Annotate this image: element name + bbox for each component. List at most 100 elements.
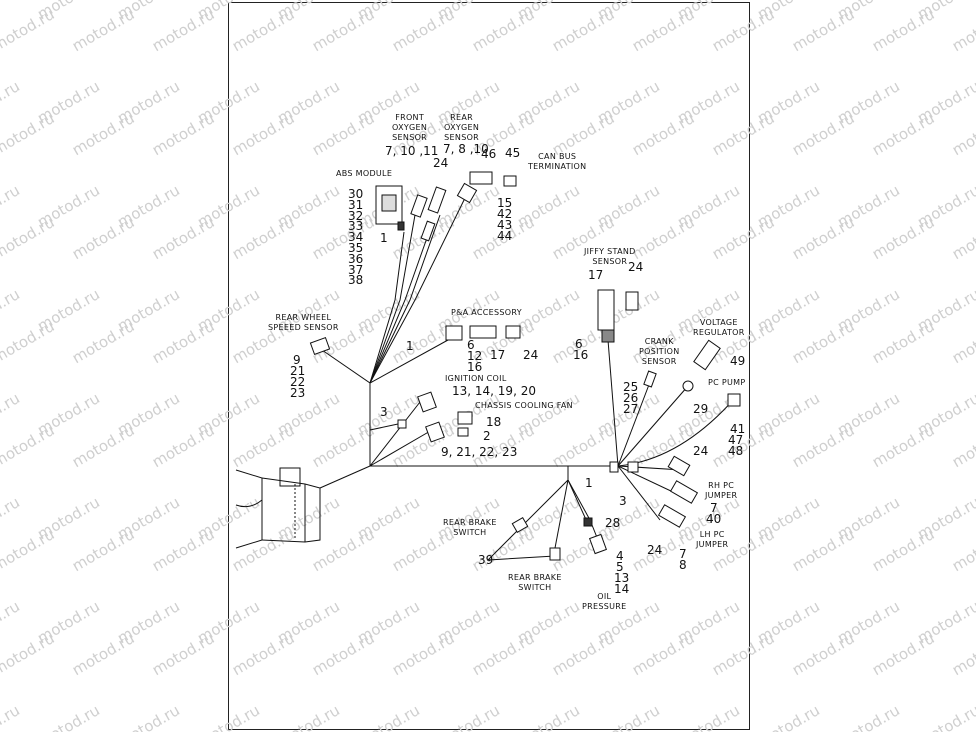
voltage-49-callout: 49 — [730, 354, 746, 368]
watermark-text: motod.ru — [709, 629, 778, 679]
watermark-text: motod.ru — [709, 213, 778, 263]
rh-40-callout: 40 — [706, 512, 722, 526]
watermark-text: motod.ru — [869, 5, 938, 55]
watermark-text: motod.ru — [869, 317, 938, 367]
watermark-text: motod.ru — [0, 421, 58, 471]
watermark-text: motod.ru — [0, 181, 23, 231]
watermark-text: motod.ru — [309, 629, 378, 679]
front-oxygen-callout: 7, 10 ,11 — [385, 144, 439, 158]
rh-7-callout: 7 — [710, 501, 718, 515]
abs-module-label: ABS MODULE — [336, 169, 393, 178]
watermark-text: motod.ru — [949, 109, 976, 159]
watermark-text: motod.ru — [709, 109, 778, 159]
can-46-callout: 46 — [481, 147, 497, 161]
watermark-text: motod.ru — [789, 317, 858, 367]
watermark-text: motod.ru — [354, 701, 423, 732]
watermark-text: motod.ru — [949, 629, 976, 679]
watermark-text: motod.ru — [434, 701, 503, 732]
harness-1-lower-callout: 1 — [585, 476, 593, 490]
watermark-text: motod.ru — [869, 525, 938, 575]
watermark-text: motod.ru — [69, 5, 138, 55]
watermark-text: motod.ru — [309, 5, 378, 55]
watermark-text: motod.ru — [149, 629, 218, 679]
watermark-text: motod.ru — [0, 285, 23, 335]
watermark-text: motod.ru — [194, 701, 263, 732]
watermark-text: motod.ru — [949, 317, 976, 367]
chassis-cooling-fan-label: CHASSIS COOLING FAN — [475, 401, 573, 410]
fan-2-callout: 2 — [483, 429, 491, 443]
lh-8-callout: 8 — [679, 558, 687, 572]
watermark-text: motod.ru — [229, 421, 298, 471]
abs-bracket-callout: 1 — [380, 231, 388, 245]
watermark-text: motod.ru — [629, 213, 698, 263]
watermark-text: motod.ru — [754, 701, 823, 732]
watermark-text: motod.ru — [149, 213, 218, 263]
pc-pump-label: PC PUMP — [708, 378, 746, 387]
item-28-callout: 28 — [605, 516, 621, 530]
ground-24-callout: 24 — [693, 444, 709, 458]
watermark-text: motod.ru — [114, 701, 183, 732]
watermark-text: motod.ru — [274, 701, 343, 732]
watermark-text: motod.ru — [789, 629, 858, 679]
watermark-text: motod.ru — [0, 597, 23, 647]
watermark-text: motod.ru — [949, 525, 976, 575]
component-symbols — [309, 171, 741, 561]
watermark-text: motod.ru — [69, 525, 138, 575]
watermark-text: motod.ru — [0, 109, 58, 159]
watermark-text: motod.ru — [389, 629, 458, 679]
watermark-text: motod.ru — [629, 5, 698, 55]
watermark-text: motod.ru — [789, 109, 858, 159]
watermark-text: motod.ru — [789, 5, 858, 55]
harness-wires — [235, 197, 736, 561]
watermark-text: motod.ru — [229, 213, 298, 263]
watermark-text: motod.ru — [674, 701, 743, 732]
watermark-text: motod.ru — [0, 77, 23, 127]
watermark-text: motod.ru — [69, 421, 138, 471]
watermark-text: motod.ru — [869, 213, 938, 263]
harness-1-upper-callout: 1 — [406, 339, 414, 353]
fan-18-callout: 18 — [486, 415, 502, 429]
watermark-text: motod.ru — [69, 213, 138, 263]
rear-oxygen-callout: 7, 8 ,10 — [443, 142, 489, 156]
watermark-text: motod.ru — [149, 317, 218, 367]
watermark-text: motod.ru — [0, 0, 23, 23]
watermark-text: motod.ru — [0, 317, 58, 367]
pa-24-callout: 24 — [523, 348, 539, 362]
ignition-coil-callout: 13, 14, 19, 20 — [452, 384, 536, 398]
item-3-right-callout: 3 — [619, 494, 627, 508]
watermark-text: motod.ru — [229, 629, 298, 679]
watermark-text: motod.ru — [549, 421, 618, 471]
jiffy-17-callout: 17 — [588, 268, 604, 282]
watermark-text: motod.ru — [69, 629, 138, 679]
item-3-left-callout: 3 — [380, 405, 388, 419]
watermark-text: motod.ru — [149, 5, 218, 55]
watermark-text: motod.ru — [309, 525, 378, 575]
pa-17-callout: 17 — [490, 348, 506, 362]
lh-7-callout: 7 — [679, 547, 687, 561]
can-45-callout: 45 — [505, 146, 521, 160]
jiffy-24-callout: 24 — [628, 260, 644, 274]
ignition-coil-label: IGNITION COIL — [445, 374, 507, 383]
watermark-text: motod.ru — [709, 5, 778, 55]
watermark-text: motod.ru — [789, 525, 858, 575]
watermark-text: motod.ru — [149, 109, 218, 159]
watermark-text: motod.ru — [869, 629, 938, 679]
watermark-text: motod.ru — [0, 701, 23, 732]
watermark-text: motod.ru — [469, 5, 538, 55]
